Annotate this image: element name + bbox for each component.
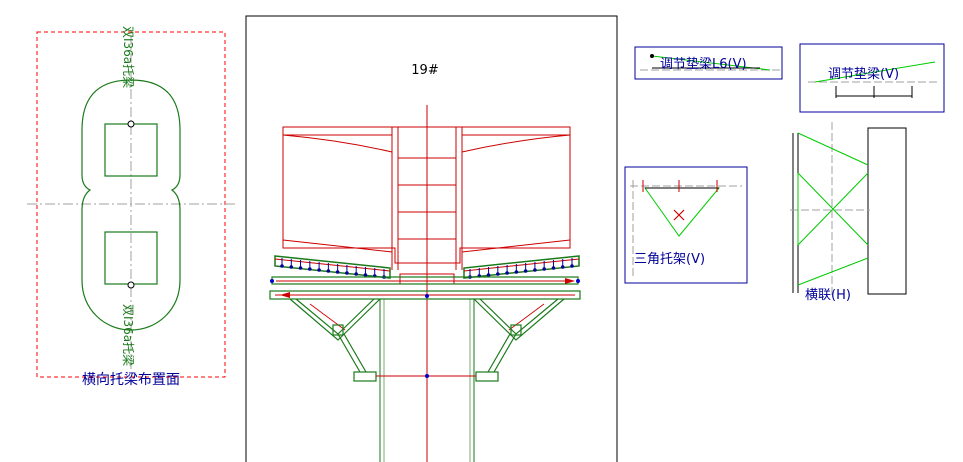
beam-end-node-left — [270, 279, 274, 283]
detail-2-support — [835, 86, 913, 98]
beam-top-label: 双I36a托梁 — [121, 26, 136, 88]
right-triangle-bracket — [473, 298, 565, 373]
right-bottom-slab — [461, 239, 571, 253]
bottom-tie — [353, 371, 499, 382]
left-adjust-beam — [274, 255, 391, 279]
pier-plan-outline — [81, 79, 181, 331]
right-bracket-diagonals — [473, 298, 565, 341]
bottom-tie-center — [425, 374, 429, 378]
detail-1-label: 调节垫梁L6(V) — [660, 56, 747, 72]
beam-stud-head — [533, 268, 537, 272]
beam-stud-head — [551, 266, 556, 270]
left-triangle-bracket — [289, 298, 381, 373]
beam-stud-head — [298, 266, 303, 270]
elevation-frame — [245, 15, 618, 462]
beam-stud-head — [335, 270, 340, 274]
left-adjust-beam-top-line — [274, 258, 391, 272]
right-bracket-tie — [508, 303, 545, 331]
detail-1-node — [650, 54, 654, 58]
detail-3-posts — [642, 180, 718, 192]
plan-view: 双I36a托梁 双I36a托梁 横向托梁布置面 — [27, 26, 237, 388]
detail-3-label: 三角托架(V) — [634, 252, 705, 267]
beam-stud-head — [308, 267, 312, 271]
pier-body — [379, 299, 475, 462]
right-cantilever-curve — [461, 134, 571, 153]
right-bracket-strut — [493, 333, 517, 373]
detail-4-right-plate — [867, 127, 907, 295]
lower-anchor-point — [127, 281, 135, 289]
beam-center-node — [425, 294, 429, 298]
left-cantilever-curve — [282, 134, 393, 153]
beam-arrow-right — [565, 278, 575, 284]
box-girder — [282, 126, 571, 285]
elevation-view: 19# — [245, 15, 618, 462]
detail-adjust-beam-2: 调节垫梁(V) — [799, 43, 945, 113]
right-adjust-beam — [463, 255, 580, 279]
beam-stud-head — [514, 270, 519, 274]
plan-view-title: 横向托梁布置面 — [82, 372, 180, 388]
beam-stud-head — [523, 269, 528, 273]
detail-3-cross-mark — [673, 209, 685, 221]
detail-4-label: 横联(H) — [805, 288, 851, 303]
beam-stud-head — [505, 271, 509, 275]
detail-adjust-beam-1: 调节垫梁L6(V) — [634, 46, 783, 80]
pier-number: 19# — [411, 63, 438, 78]
beam-stud-head — [354, 272, 358, 276]
bottom-tie-left-block — [353, 371, 377, 382]
right-adjust-beam-top-line — [463, 258, 580, 272]
beam-stud-head — [496, 272, 500, 276]
right-bracket-node — [510, 324, 522, 336]
detail-cross-brace: 横联(H) — [790, 122, 907, 303]
transverse-beam — [269, 276, 581, 300]
beam-stud-head — [363, 273, 368, 277]
beam-arrow-left — [280, 292, 290, 298]
upper-anchor-point — [127, 120, 135, 128]
detail-4-bracing — [797, 132, 869, 286]
left-bracket-strut — [337, 333, 361, 373]
beam-stud-head — [570, 264, 574, 268]
left-bracket-strut-inner — [343, 333, 367, 373]
left-bracket-node — [332, 324, 344, 336]
right-bracket-strut-inner — [487, 333, 511, 373]
beam-stud-head — [486, 273, 491, 277]
detail-2-label: 调节垫梁(V) — [828, 66, 899, 82]
detail-2-beam-line — [814, 61, 936, 83]
beam-stud-head — [280, 264, 284, 268]
bottom-tie-right-block — [475, 371, 499, 382]
beam-stud-head — [560, 265, 565, 269]
left-bottom-slab — [282, 239, 393, 253]
beam-end-node-right — [576, 279, 580, 283]
detail-triangle-bracket: 三角托架(V) — [624, 166, 748, 284]
beam-bottom-label: 双I36a托梁 — [121, 304, 136, 366]
beam-stud-head — [289, 265, 294, 269]
girder-outline — [282, 126, 571, 264]
left-bracket-diagonals — [289, 298, 381, 341]
beam-stud-head — [542, 267, 546, 271]
detail-3-frame — [624, 166, 748, 284]
transverse-beam-lower — [269, 290, 581, 300]
beam-stud-head — [345, 271, 349, 275]
beam-stud-head — [326, 269, 331, 273]
detail-1-frame — [634, 46, 783, 80]
left-bracket-tie — [309, 303, 346, 331]
detail-2-frame — [799, 43, 945, 113]
beam-stud-head — [317, 268, 321, 272]
